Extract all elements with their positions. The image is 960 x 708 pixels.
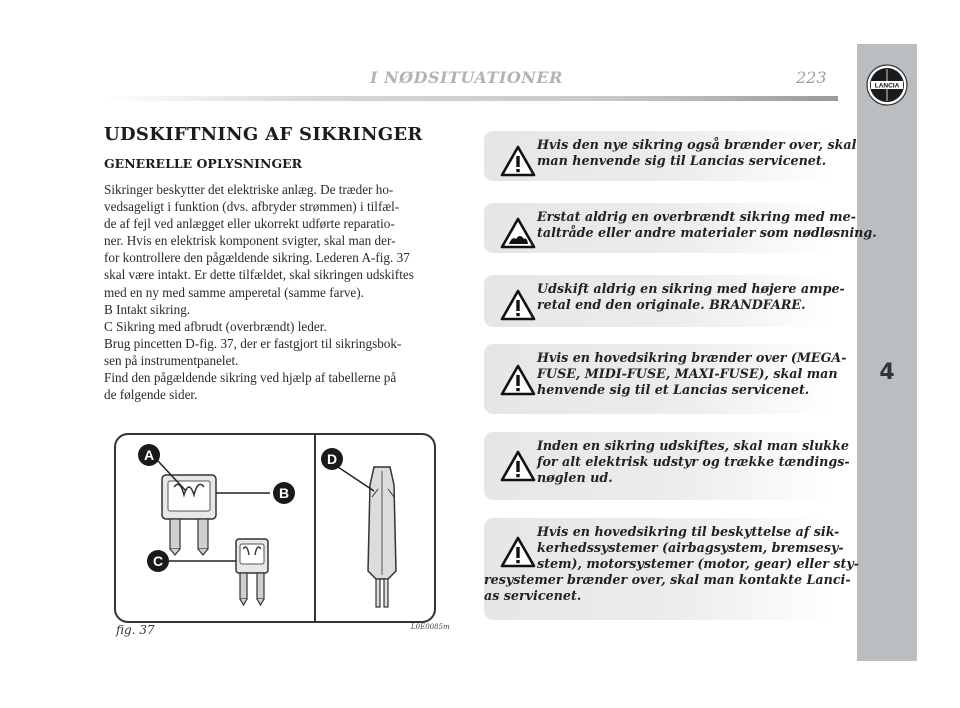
chapter-header-title: I NØDSITUATIONER: [370, 68, 563, 87]
warning-triangle-icon: [500, 536, 536, 568]
lancia-logo-icon: LANCIA: [866, 64, 908, 106]
warning-text-continued: resystemer brænder over, skal man kontak…: [484, 572, 851, 603]
warning-box: Hvis en hovedsikring brænder over (MEGA-…: [484, 344, 847, 414]
section-title: UDSKIFTNING AF SIKRINGER: [104, 124, 423, 145]
warning-triangle-icon: [500, 450, 536, 482]
warning-box: Erstat aldrig en overbrændt sikring med …: [484, 203, 877, 253]
warning-text: Hvis en hovedsikring brænder over (MEGA-…: [537, 350, 847, 397]
warning-triangle-icon: [500, 289, 536, 321]
figure-code: L0E0085m: [411, 623, 450, 631]
warning-text: Inden en sikring udskiftes, skal man slu…: [537, 438, 850, 485]
warning-box: Inden en sikring udskiftes, skal man slu…: [484, 432, 850, 500]
label-b: B: [273, 482, 295, 504]
svg-text:A: A: [144, 447, 154, 463]
environment-warning-icon: [500, 217, 536, 249]
body-line: C Sikring med afbrudt (overbrændt) leder…: [104, 318, 327, 334]
body-line: Find den pågældende sikring ved hjælp af…: [104, 370, 397, 386]
body-line: de af fejl ved anlægget eller ukorrekt u…: [104, 216, 395, 232]
svg-text:B: B: [279, 485, 289, 501]
svg-text:C: C: [153, 553, 163, 569]
body-text: Sikringer beskytter det elektriske anlæg…: [104, 181, 460, 403]
body-line: skal være intakt. Er dette tilfældet, sk…: [104, 267, 414, 283]
body-line: sen på instrumentpanelet.: [104, 352, 239, 368]
warning-text: Erstat aldrig en overbrændt sikring med …: [537, 209, 877, 240]
page-number: 223: [796, 68, 827, 87]
warning-box: Udskift aldrig en sikring med højere amp…: [484, 275, 845, 327]
subsection-title: GENERELLE OPLYSNINGER: [104, 156, 303, 171]
chapter-sidebar: [857, 44, 917, 661]
warning-box: Hvis en hovedsikring til beskyttelse af …: [484, 518, 860, 620]
body-line: Sikringer beskytter det elektriske anlæg…: [104, 182, 394, 197]
fuse-puller: [367, 466, 397, 608]
body-line: ner. Hvis en elektrisk komponent svigter…: [104, 233, 396, 249]
header-rule: [104, 96, 838, 101]
warning-text: Hvis en hovedsikring til beskyttelse af …: [537, 524, 860, 571]
lancia-logo-text: LANCIA: [875, 83, 900, 90]
warning-triangle-icon: [500, 364, 536, 396]
label-c: C: [147, 550, 169, 572]
warning-box: Hvis den nye sikring også brænder over, …: [484, 131, 857, 181]
body-line: vedsageligt i funktion (dvs. afbryder st…: [104, 199, 400, 215]
label-a: A: [138, 444, 160, 466]
fuse-figure: A B C D: [114, 433, 436, 623]
svg-text:D: D: [327, 451, 337, 467]
fuse-illustration: A B C D: [138, 435, 397, 621]
body-line: med en ny med samme amperetal (samme far…: [104, 284, 364, 300]
label-d: D: [321, 448, 343, 470]
chapter-number: 4: [879, 360, 895, 385]
body-line: Brug pincetten D-fig. 37, der er fastgjo…: [104, 335, 402, 351]
warning-text: Hvis den nye sikring også brænder over, …: [537, 137, 857, 168]
warning-text: Udskift aldrig en sikring med højere amp…: [537, 281, 845, 312]
warning-triangle-icon: [500, 145, 536, 177]
intact-fuse: [161, 474, 217, 556]
figure-caption: fig. 37: [116, 623, 155, 637]
body-line: for kontrollere den pågældende sikring. …: [104, 250, 410, 266]
body-line: de følgende sider.: [104, 387, 198, 403]
blown-fuse: [235, 538, 269, 607]
body-line: B Intakt sikring.: [104, 301, 191, 317]
